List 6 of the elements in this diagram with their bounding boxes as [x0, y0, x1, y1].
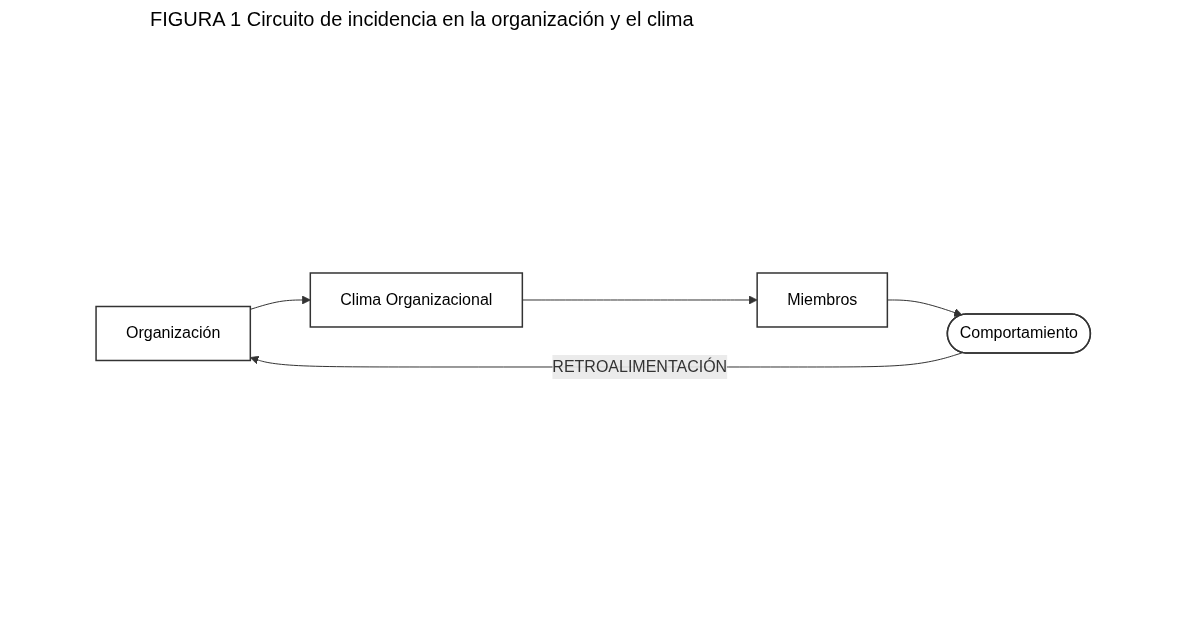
node-box: Miembros [756, 272, 888, 328]
figure-title: FIGURA 1 Circuito de incidencia en la organización y el clima [150, 8, 695, 31]
arrow [249, 295, 311, 310]
edge-label: RETROALIMENTACIÓN [552, 357, 727, 375]
node-box: Clima Organizacional [309, 272, 523, 328]
node-box: Organización [95, 305, 251, 362]
